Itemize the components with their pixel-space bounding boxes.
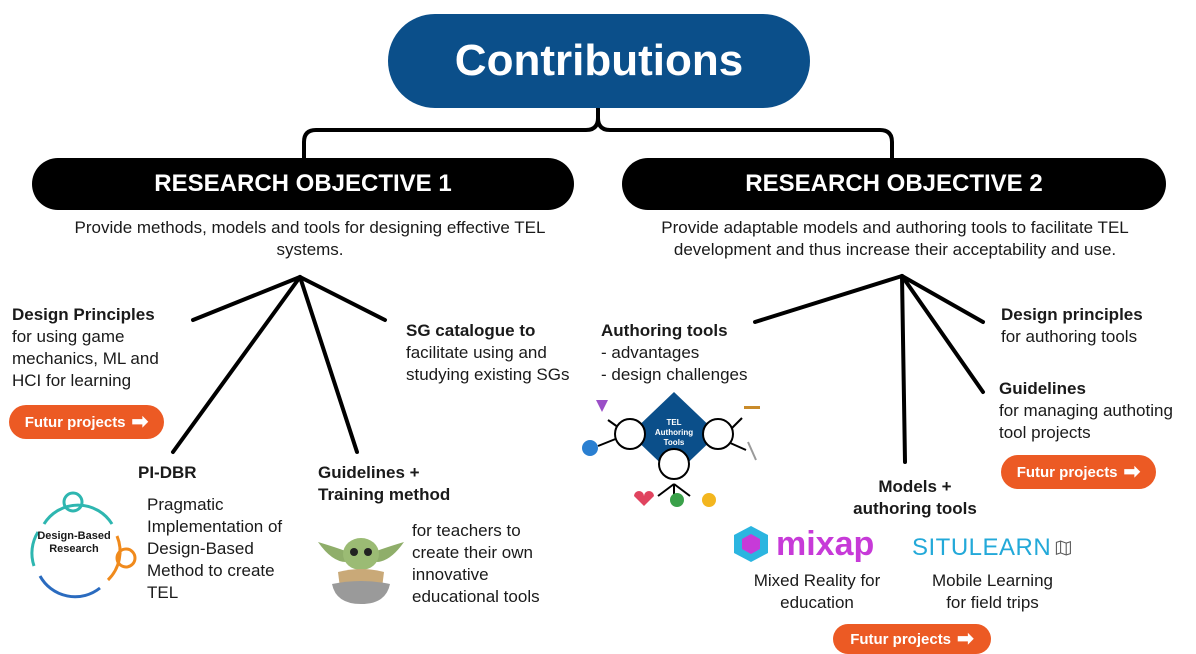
design-principles-authoring-block: Design principles for authoring tools	[1001, 304, 1191, 348]
sg-catalogue-block: SG catalogue to facilitate using and stu…	[406, 320, 576, 386]
guidelines-authoring-title: Guidelines	[999, 379, 1086, 398]
authoring-tools-advantages: - advantages	[601, 343, 700, 362]
design-principles-authoring-body: for authoring tools	[1001, 327, 1138, 346]
guidelines-authoring-body: for managing authoting tool projects	[999, 401, 1173, 442]
dbr-cycle-icon	[30, 491, 137, 599]
yoda-illustration	[318, 538, 404, 604]
mixap-caption: Mixed Reality for education	[753, 571, 881, 612]
design-principles-body: for using game mechanics, ML and HCI for…	[12, 327, 159, 390]
research-objective-2: RESEARCH OBJECTIVE 2	[622, 158, 1166, 210]
guidelines-authoring-block: Guidelines for managing authoting tool p…	[999, 378, 1194, 444]
objective-1-description: Provide methods, models and tools for de…	[74, 218, 546, 259]
design-principles-title: Design Principles	[12, 305, 155, 324]
guidelines-training-block: Guidelines + Training method	[318, 462, 558, 506]
authoring-tools-challenges: - design challenges	[601, 365, 748, 384]
mixap-wordmark: mixap	[776, 524, 875, 563]
map-icon	[1056, 540, 1072, 556]
arrow-right-icon: ➡	[957, 628, 974, 650]
situlearn-logo: SITULEARN	[912, 532, 1072, 564]
design-principles-block: Design Principles for using game mechani…	[12, 304, 182, 392]
pi-dbr-title: PI-DBR	[138, 463, 197, 482]
authoring-tools-block: Authoring tools - advantages - design ch…	[601, 320, 771, 386]
future-projects-label: Futur projects	[1016, 463, 1118, 481]
models-authoring-tools-title: Models + authoring tools	[853, 477, 977, 518]
design-principles-authoring-title: Design principles	[1001, 305, 1143, 324]
mixap-logo: mixap	[732, 522, 892, 566]
future-projects-button-1[interactable]: Futur projects ➡	[9, 405, 164, 439]
sg-catalogue-body: facilitate using and studying existing S…	[406, 343, 570, 384]
tel-authoring-tools-diagram	[582, 392, 760, 507]
future-projects-label: Futur projects	[24, 413, 126, 431]
contributions-title: Contributions	[388, 14, 810, 108]
future-projects-label: Futur projects	[850, 630, 952, 648]
arrow-right-icon: ➡	[1123, 461, 1141, 483]
situlearn-caption: Mobile Learning for field trips	[932, 571, 1053, 612]
pi-dbr-block: PI-DBR Pragmatic Implementation of Desig…	[138, 462, 288, 604]
future-projects-button-2[interactable]: Futur projects ➡	[1001, 455, 1156, 489]
sg-catalogue-title: SG catalogue to	[406, 321, 536, 340]
future-projects-button-3[interactable]: Futur projects ➡	[833, 624, 991, 654]
situlearn-wordmark: SITULEARN	[912, 534, 1052, 561]
tel-authoring-tools-label: TEL Authoring Tools	[654, 418, 694, 447]
guidelines-training-title: Guidelines + Training method	[318, 463, 451, 504]
arrow-right-icon: ➡	[131, 411, 149, 433]
mixap-cube-icon	[734, 526, 768, 562]
research-objective-1: RESEARCH OBJECTIVE 1	[32, 158, 574, 210]
dbr-cycle-label: Design-Based Research	[37, 530, 111, 555]
pi-dbr-body: Pragmatic Implementation of Design-Based…	[147, 495, 283, 602]
authoring-tools-title: Authoring tools	[601, 321, 728, 340]
guidelines-training-body: for teachers to create their own innovat…	[412, 521, 540, 606]
objective-2-description: Provide adaptable models and authoring t…	[661, 218, 1129, 259]
